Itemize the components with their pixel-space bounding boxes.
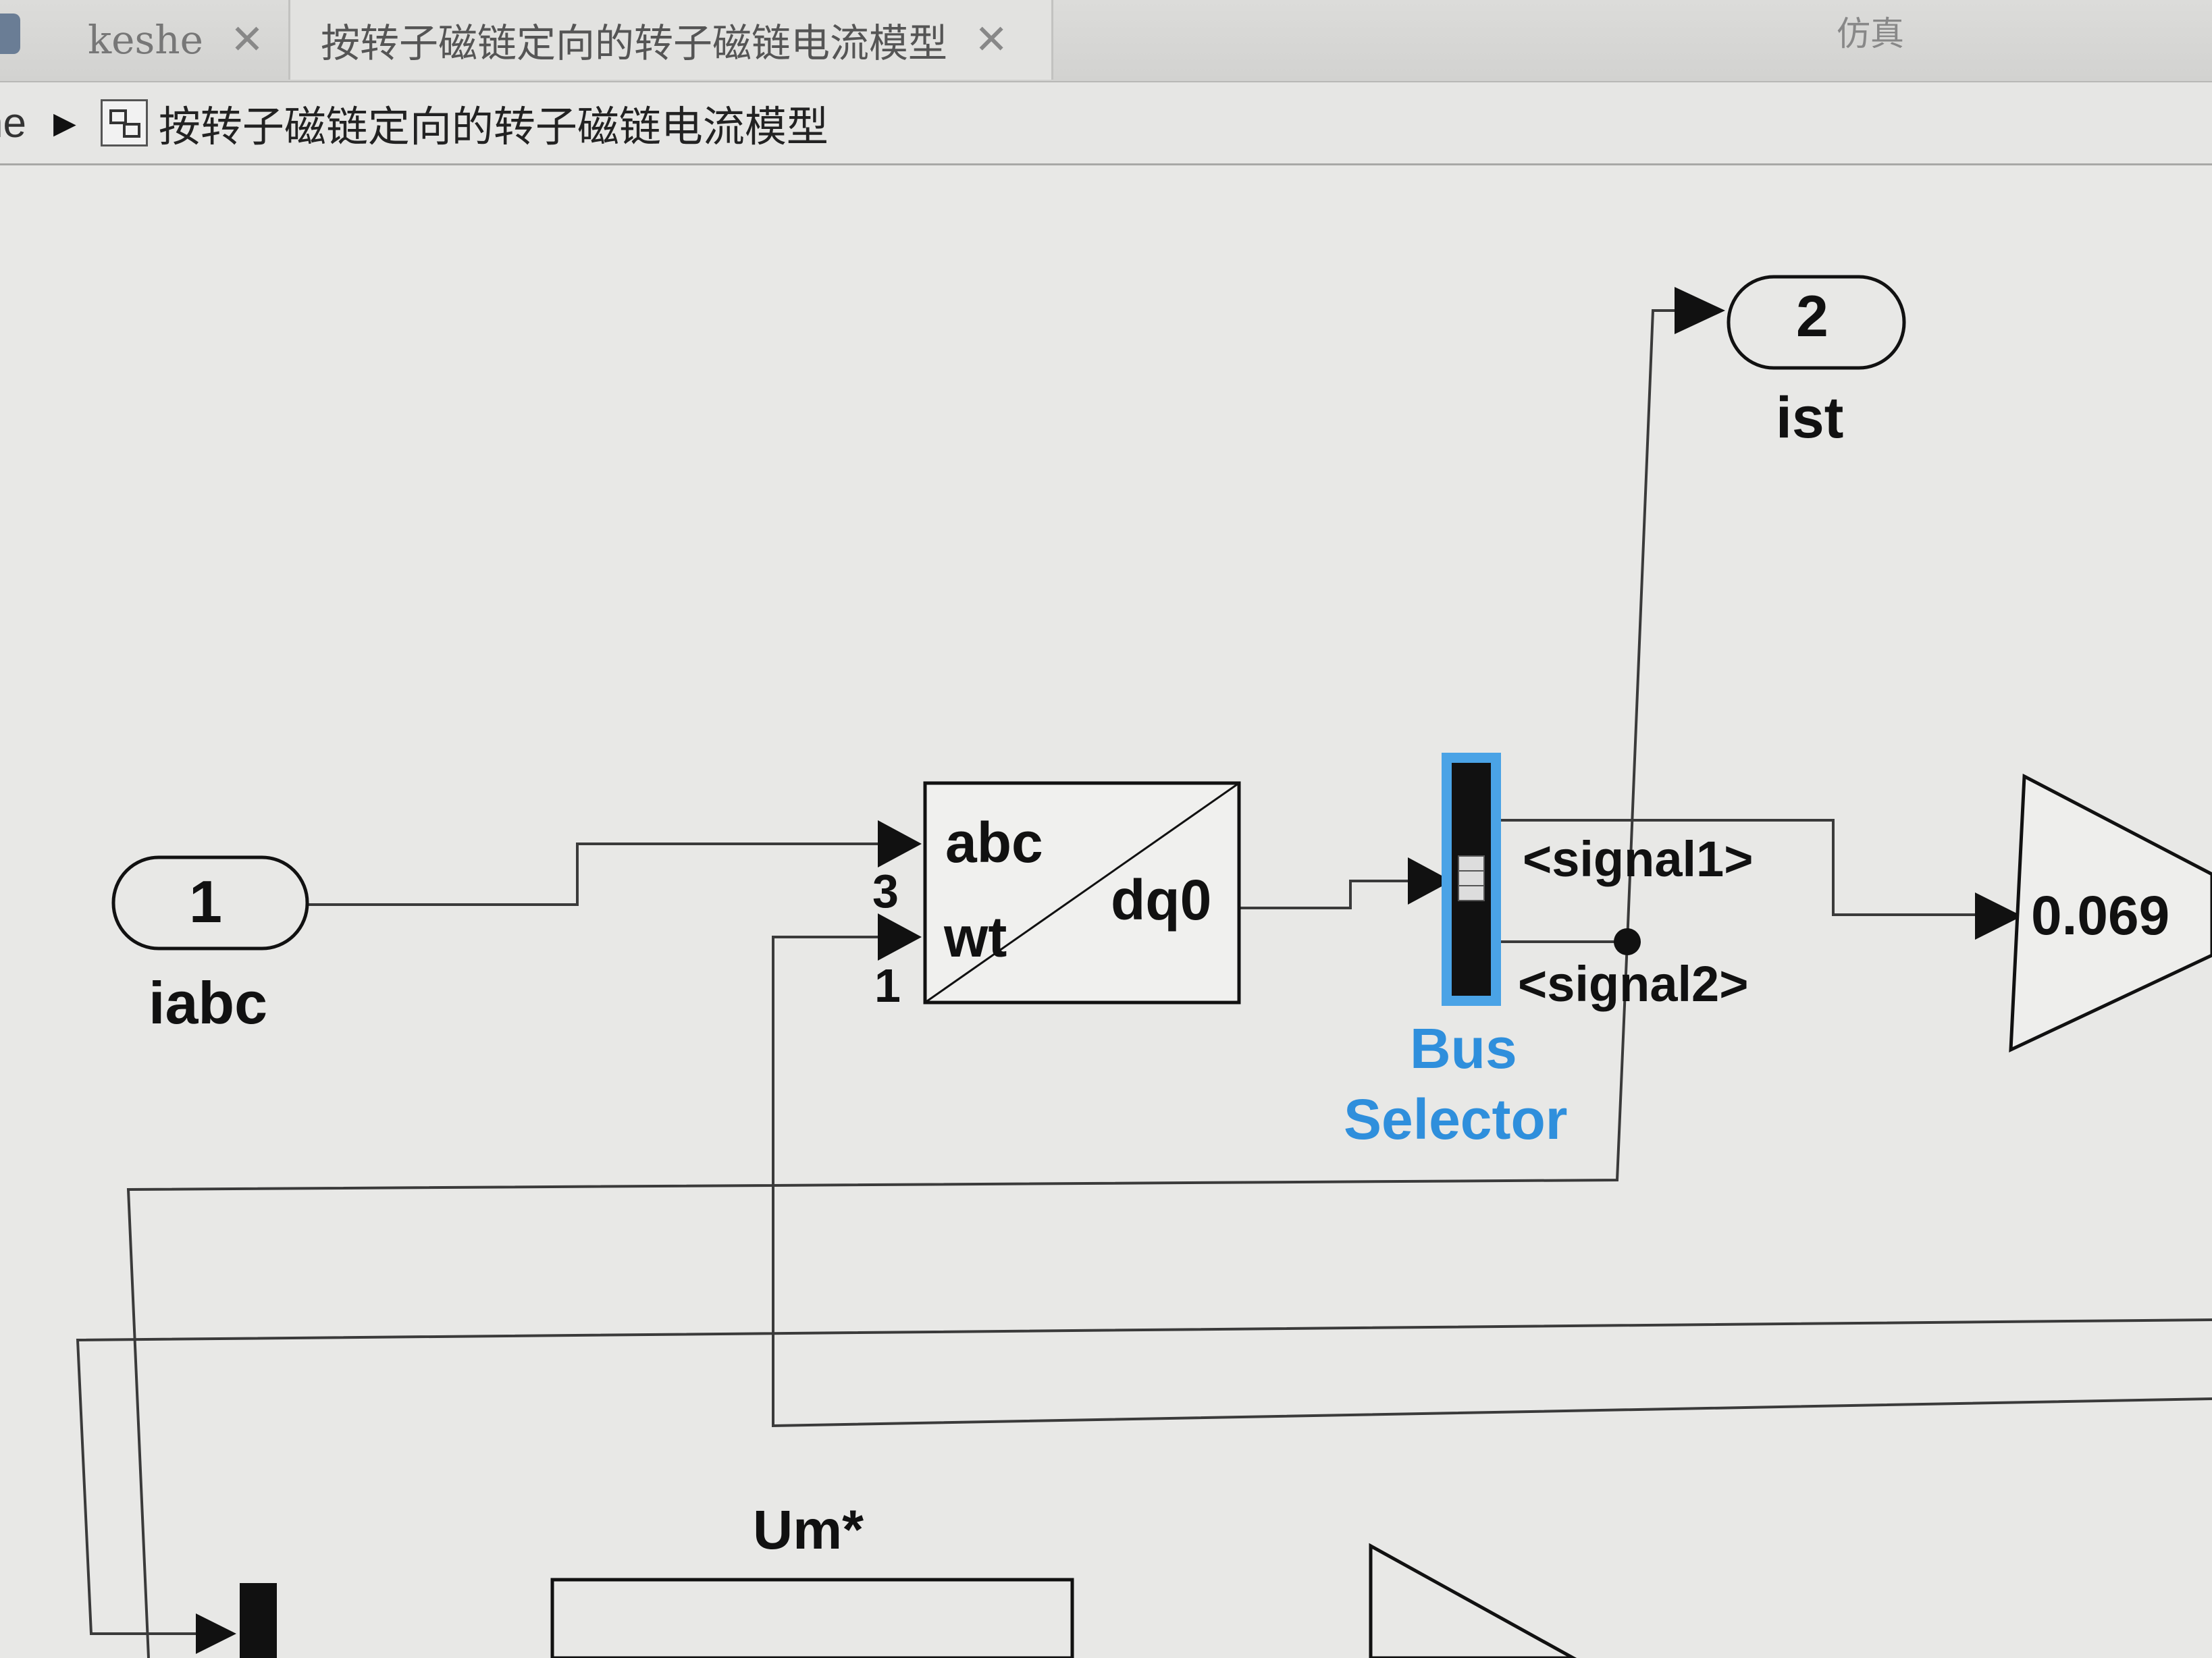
close-icon[interactable]: ✕ bbox=[230, 16, 265, 63]
lower-gain-block bbox=[1369, 1543, 1577, 1658]
um-block bbox=[550, 1578, 1074, 1658]
app-icon bbox=[0, 14, 20, 54]
arrowhead bbox=[196, 1613, 236, 1654]
tab-keshe[interactable]: keshe ✕ bbox=[0, 0, 290, 80]
breadcrumb-arrow-icon: ▶ bbox=[53, 106, 76, 140]
signal-width-abc: 3 bbox=[872, 865, 899, 917]
transform-port-wt: wt bbox=[944, 905, 1007, 969]
breadcrumb-title[interactable]: 按转子磁链定向的转子磁链电流模型 bbox=[158, 104, 828, 151]
outport-2-block bbox=[1727, 275, 1906, 370]
gain-value: 0.069 bbox=[2031, 885, 2170, 946]
breadcrumb-root[interactable]: he bbox=[0, 99, 26, 146]
outport-2-label[interactable]: ist bbox=[1776, 385, 1844, 450]
close-icon[interactable]: ✕ bbox=[974, 16, 1009, 63]
bus-signal2-label: <signal2> bbox=[1518, 956, 1749, 1012]
signal-line-wt bbox=[772, 936, 2212, 1428]
signal-line-dq0 bbox=[1239, 880, 1411, 909]
transform-output-dq0: dq0 bbox=[1111, 868, 1212, 932]
transform-diagonal bbox=[924, 782, 1240, 1004]
branch-point bbox=[1614, 928, 1641, 955]
subsystem-icon bbox=[100, 99, 148, 146]
bus-selector-port-icon bbox=[1458, 855, 1485, 901]
arrowhead bbox=[878, 913, 922, 961]
inport-1-label[interactable]: iabc bbox=[149, 969, 268, 1036]
tab-bar: keshe ✕ 按转子磁链定向的转子磁链电流模型 ✕ 仿真 bbox=[0, 0, 2212, 82]
um-label[interactable]: Um* bbox=[753, 1499, 864, 1561]
signal-line-lower bbox=[76, 1318, 2212, 1635]
bus-selector-name-line1[interactable]: Bus bbox=[1410, 1017, 1517, 1080]
diagram-lines bbox=[76, 275, 2212, 1658]
inport-1-block bbox=[111, 855, 309, 951]
arrowhead bbox=[1408, 857, 1452, 905]
gain-block bbox=[2009, 773, 2212, 1053]
arrowhead bbox=[878, 820, 922, 867]
signal-line-branch-down bbox=[126, 941, 1629, 1658]
signal-line-signal1 bbox=[1492, 819, 1982, 916]
outport-2-number: 2 bbox=[1796, 284, 1828, 349]
tab-label: 按转子磁链定向的转子磁链电流模型 bbox=[321, 20, 948, 66]
bus-selector-name-line2[interactable]: Selector bbox=[1344, 1088, 1568, 1151]
model-canvas[interactable]: 1 iabc 2 ist abc wt dq0 3 1 <signal1> <s… bbox=[0, 165, 2212, 1658]
signal-line-iabc bbox=[307, 843, 878, 906]
arrowhead bbox=[1675, 287, 1725, 334]
signal-width-wt: 1 bbox=[874, 959, 901, 1012]
transform-port-abc: abc bbox=[945, 811, 1043, 874]
tab-label: keshe bbox=[88, 17, 203, 63]
arrowhead bbox=[1975, 892, 2022, 940]
inport-1-number: 1 bbox=[189, 868, 222, 935]
bus-signal1-label: <signal1> bbox=[1523, 831, 1754, 887]
lower-bus-block bbox=[240, 1583, 277, 1658]
simulation-tab-label[interactable]: 仿真 bbox=[1837, 15, 1904, 53]
signal-line-to-ist bbox=[1626, 309, 1681, 942]
breadcrumb: he ▶ 按转子磁链定向的转子磁链电流模型 bbox=[0, 82, 2212, 165]
tab-model[interactable]: 按转子磁链定向的转子磁链电流模型 ✕ bbox=[290, 0, 1053, 80]
